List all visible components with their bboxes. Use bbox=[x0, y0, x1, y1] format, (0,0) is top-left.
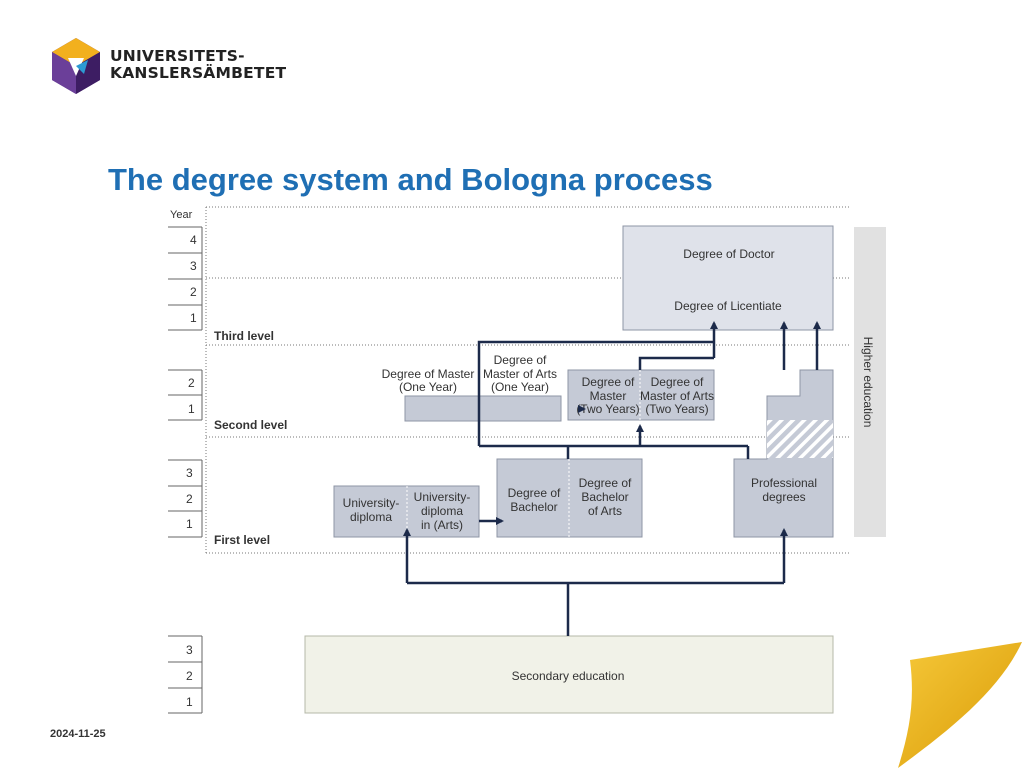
year-second-1: 1 bbox=[188, 402, 195, 416]
university-diploma-arts-line1: University- bbox=[414, 490, 471, 504]
university-diploma-line2: diploma bbox=[350, 510, 392, 524]
secondary-years bbox=[168, 635, 203, 714]
year-secondary-1: 1 bbox=[186, 695, 193, 709]
master-two-years-line1: Degree of bbox=[582, 375, 635, 389]
doctor-licentiate-box bbox=[622, 225, 834, 331]
second-level-years bbox=[168, 369, 203, 421]
professional-line2: degrees bbox=[762, 490, 805, 504]
first-level-label: First level bbox=[214, 533, 270, 547]
master-arts-two-years-line3: (Two Years) bbox=[645, 402, 708, 416]
second-level-label: Second level bbox=[214, 418, 287, 432]
master-two-years-line3: (Two Years) bbox=[576, 402, 639, 416]
master-two-years-line2: Master bbox=[590, 389, 627, 403]
master-arts-two-years-line1: Degree of bbox=[651, 375, 704, 389]
year-secondary-2: 2 bbox=[186, 669, 193, 683]
page-title: The degree system and Bologna process bbox=[108, 162, 713, 197]
master-arts-one-year-line2: Master of Arts bbox=[483, 367, 557, 381]
master-arts-one-year-line1: Degree of bbox=[494, 353, 547, 367]
hexagon-logo-icon bbox=[52, 38, 100, 94]
to-master-one-year-line bbox=[477, 340, 714, 446]
master-one-year-line1: Degree of Master bbox=[382, 367, 475, 381]
logo-line-1: UNIVERSITETS- bbox=[110, 47, 245, 65]
year-first-3: 3 bbox=[186, 466, 193, 480]
progression-arrows bbox=[403, 321, 821, 636]
professional-hatch bbox=[767, 420, 833, 458]
professional-line1: Professional bbox=[751, 476, 817, 490]
year-header: Year bbox=[170, 209, 193, 221]
master-arts-one-year-line3: (One Year) bbox=[491, 380, 549, 394]
university-diploma-line1: University- bbox=[343, 496, 400, 510]
higher-education-label: Higher education bbox=[861, 337, 875, 428]
doctor-label: Degree of Doctor bbox=[683, 247, 774, 261]
two-years-up-line bbox=[638, 356, 714, 370]
year-second-2: 2 bbox=[188, 376, 195, 390]
year-third-1: 1 bbox=[190, 311, 197, 325]
year-secondary-3: 3 bbox=[186, 643, 193, 657]
master-one-year-line2: (One Year) bbox=[399, 380, 457, 394]
bachelor-arts-line1: Degree of bbox=[579, 476, 632, 490]
year-first-1: 1 bbox=[186, 517, 193, 531]
master-arts-two-years-line2: Master of Arts bbox=[640, 389, 714, 403]
footer-date: 2024-11-25 bbox=[50, 728, 106, 740]
year-third-4: 4 bbox=[190, 233, 197, 247]
university-diploma-arts-line3: in (Arts) bbox=[421, 518, 463, 532]
licentiate-label: Degree of Licentiate bbox=[674, 299, 782, 313]
secondary-education-box bbox=[304, 635, 834, 714]
third-level-label: Third level bbox=[214, 329, 274, 343]
university-diploma-arts-line2: diploma bbox=[421, 504, 463, 518]
bachelor-arts-line2: Bachelor bbox=[581, 490, 628, 504]
bachelor-line1: Degree of bbox=[508, 486, 561, 500]
third-level-years bbox=[168, 226, 203, 331]
bachelor-line2: Bachelor bbox=[510, 500, 557, 514]
higher-education-bar bbox=[854, 227, 886, 537]
level-separators bbox=[205, 206, 850, 554]
master-two-years-box bbox=[567, 369, 715, 421]
year-first-2: 2 bbox=[186, 492, 193, 506]
year-third-3: 3 bbox=[190, 259, 197, 273]
master-one-year-box bbox=[404, 395, 562, 422]
year-third-2: 2 bbox=[190, 285, 197, 299]
logo-line-2: KANSLERSÄMBETET bbox=[110, 64, 287, 82]
first-level-years bbox=[168, 459, 203, 538]
uka-logo: UNIVERSITETS- KANSLERSÄMBETET bbox=[48, 36, 308, 96]
secondary-education-label: Secondary education bbox=[512, 669, 625, 683]
bachelor-arts-line3: of Arts bbox=[588, 504, 622, 518]
